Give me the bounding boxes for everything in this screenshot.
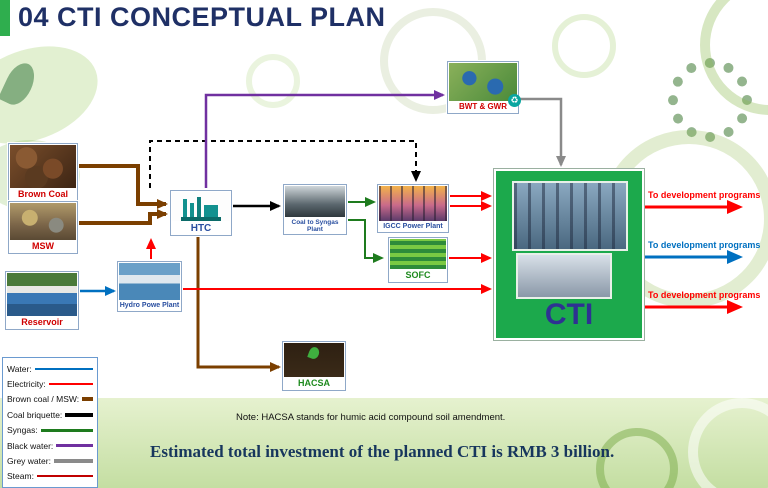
node-label: MSW (9, 241, 77, 253)
investment-statement: Estimated total investment of the planne… (150, 442, 615, 461)
node-label: Hydro Powe Plant (118, 301, 181, 311)
cti-plant-photo-2 (516, 253, 612, 299)
node-bwt-gwr: ♻ BWT & GWR (447, 61, 521, 114)
node-sofc: SOFC (388, 237, 448, 283)
legend-swatch-greywater (53, 459, 93, 463)
legend-swatch-syngas (40, 429, 93, 432)
arrow-blackwater-htc-to-bwt (204, 90, 445, 188)
legend-label: Black water: (7, 440, 54, 451)
igcc-photo (379, 186, 447, 222)
cti-label: CTI (544, 298, 594, 331)
recycle-icon: ♻ (508, 94, 521, 108)
output-label-1: To development programs (648, 190, 761, 200)
node-label: Reservoir (6, 317, 78, 329)
legend-row-water: Water: (7, 361, 93, 376)
node-htc: HTC (170, 190, 232, 236)
circle-decoration (552, 14, 616, 78)
node-msw: MSW (8, 201, 78, 254)
node-label: SOFC (389, 270, 447, 282)
legend-label: Grey water: (7, 456, 51, 467)
legend-row-syngas: Syngas: (7, 423, 93, 438)
arrow-greywater-bwt-to-cti (519, 97, 566, 167)
page-title: 04 CTI CONCEPTUAL PLAN (18, 2, 386, 32)
node-hacsa: HACSA (282, 341, 346, 391)
legend-row-blackwater: Black water: (7, 438, 93, 453)
brown-coal-photo (10, 145, 76, 189)
bottom-green-band (0, 398, 768, 488)
legend-swatch-water (34, 367, 93, 370)
hydro-plant-photo (119, 263, 180, 301)
hacsa-photo (284, 343, 344, 378)
node-label: HTC (171, 222, 231, 235)
syngas-plant-photo (285, 186, 345, 217)
sofc-photo (390, 239, 446, 270)
msw-photo (10, 203, 76, 241)
legend-swatch-steam (36, 475, 93, 478)
node-label: Coal to Syngas Plant (284, 217, 346, 234)
legend-swatch-briquette (65, 413, 93, 417)
output-label-2: To development programs (648, 240, 761, 250)
legend-row-electricity: Electricity: (7, 376, 93, 391)
node-label: IGCC Power Plant (378, 222, 448, 232)
legend-label: Water: (7, 363, 32, 374)
foliage-decoration (0, 28, 112, 162)
htc-plant-glyph (181, 197, 221, 221)
green-accent-strip (0, 0, 10, 36)
node-label: HACSA (283, 378, 345, 390)
node-igcc: IGCC Power Plant (377, 184, 449, 233)
node-hydro: Hydro Powe Plant (117, 261, 182, 312)
legend-label: Syngas: (7, 425, 38, 436)
node-cti: CTI (493, 168, 645, 341)
node-label: BWT & GWR (448, 102, 518, 113)
leaf-decoration (0, 58, 41, 110)
legend-swatch-electricity (48, 382, 93, 386)
reservoir-photo (7, 273, 77, 317)
legend-row-steam: Steam: (7, 469, 93, 484)
hacsa-note: Note: HACSA stands for humic acid compou… (236, 412, 506, 423)
arrow-msw-to-htc (77, 209, 168, 225)
circle-decoration (700, 0, 768, 115)
legend-label: Steam: (7, 471, 34, 482)
factory-icon (172, 192, 230, 221)
legend-row-briquette: Coal briquette: (7, 407, 93, 422)
node-brown-coal: Brown Coal (8, 143, 78, 202)
gear-decoration (668, 58, 752, 142)
legend-swatch-browncoal (82, 397, 93, 402)
arrow-coal-briquette-dashed (149, 140, 421, 188)
output-label-3: To development programs (648, 290, 761, 300)
legend-row-greywater: Grey water: (7, 453, 93, 468)
legend-row-browncoal: Brown coal / MSW: (7, 392, 93, 407)
node-label: Brown Coal (9, 189, 77, 201)
node-reservoir: Reservoir (5, 271, 79, 330)
bwt-gwr-photo: ♻ (449, 63, 521, 108)
legend: Water: Electricity: Brown coal / MSW: Co… (2, 357, 98, 488)
circle-decoration (246, 54, 300, 108)
cti-plant-photo-1 (512, 181, 628, 251)
legend-label: Electricity: (7, 379, 46, 390)
arrow-browncoal-to-htc (77, 164, 168, 209)
legend-label: Brown coal / MSW: (7, 394, 80, 405)
node-coal-to-syngas: Coal to Syngas Plant (283, 184, 347, 235)
legend-label: Coal briquette: (7, 409, 63, 420)
arrow-htc-to-hacsa (196, 236, 281, 372)
legend-swatch-blackwater (56, 444, 93, 448)
